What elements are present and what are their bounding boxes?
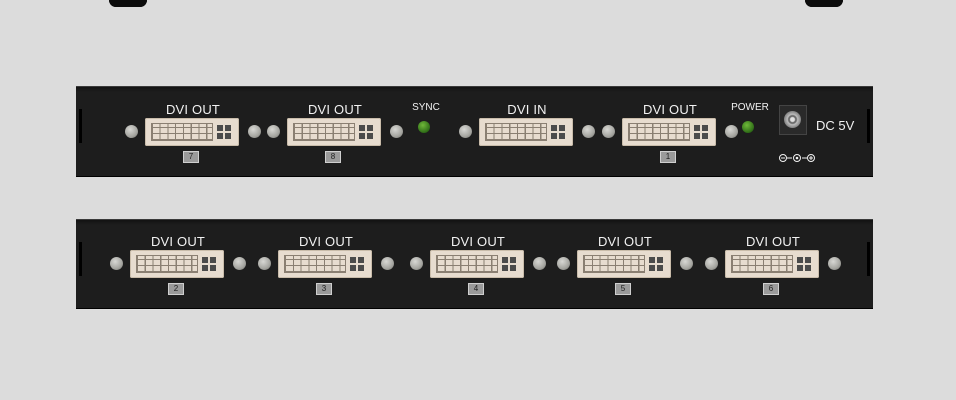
screw-icon bbox=[110, 257, 123, 270]
dvi-out-port-8[interactable]: DVI OUT 8 bbox=[267, 102, 403, 172]
dvi-out-port-3[interactable]: DVI OUT 3 bbox=[258, 234, 394, 304]
screw-icon bbox=[267, 125, 280, 138]
rack-ear-right bbox=[867, 109, 870, 143]
screw-icon bbox=[533, 257, 546, 270]
rack-ear-right bbox=[867, 242, 870, 276]
foot bbox=[805, 0, 843, 7]
port-number: 5 bbox=[615, 283, 631, 295]
rack-ear-left bbox=[79, 242, 82, 276]
dvi-connector[interactable] bbox=[479, 118, 573, 146]
dvi-out-port-5[interactable]: DVI OUT 5 bbox=[557, 234, 693, 304]
port-number: 4 bbox=[468, 283, 484, 295]
port-label: DVI OUT bbox=[642, 102, 698, 117]
screw-icon bbox=[258, 257, 271, 270]
dvi-out-port-2[interactable]: DVI OUT 2 bbox=[110, 234, 246, 304]
sync-label: SYNC bbox=[412, 102, 440, 113]
screw-icon bbox=[459, 125, 472, 138]
port-label: DVI IN bbox=[507, 102, 547, 117]
dvi-in-port[interactable]: DVI IN bbox=[459, 102, 595, 172]
led-icon bbox=[742, 121, 754, 133]
screw-icon bbox=[233, 257, 246, 270]
rack-ear-left bbox=[79, 109, 82, 143]
dvi-connector[interactable] bbox=[725, 250, 819, 278]
port-label: DVI OUT bbox=[450, 234, 506, 249]
sync-indicator: SYNC bbox=[401, 102, 451, 142]
power-indicator: POWER bbox=[725, 102, 775, 142]
led-icon bbox=[418, 121, 430, 133]
foot bbox=[109, 0, 147, 7]
screw-icon bbox=[705, 257, 718, 270]
port-number: 7 bbox=[183, 151, 199, 163]
port-label: DVI OUT bbox=[307, 102, 363, 117]
dvi-connector[interactable] bbox=[145, 118, 239, 146]
dvi-out-port-4[interactable]: DVI OUT 4 bbox=[410, 234, 546, 304]
dvi-out-port-6[interactable]: DVI OUT 6 bbox=[705, 234, 841, 304]
screw-icon bbox=[248, 125, 261, 138]
screw-icon bbox=[582, 125, 595, 138]
dvi-connector[interactable] bbox=[577, 250, 671, 278]
port-label: DVI OUT bbox=[150, 234, 206, 249]
dvi-connector[interactable] bbox=[278, 250, 372, 278]
dvi-connector[interactable] bbox=[130, 250, 224, 278]
dvi-connector[interactable] bbox=[430, 250, 524, 278]
dvi-connector[interactable] bbox=[287, 118, 381, 146]
screw-icon bbox=[680, 257, 693, 270]
dvi-connector[interactable] bbox=[622, 118, 716, 146]
port-number: 6 bbox=[763, 283, 779, 295]
screw-icon bbox=[725, 125, 738, 138]
port-label: DVI OUT bbox=[298, 234, 354, 249]
port-label: DVI OUT bbox=[597, 234, 653, 249]
power-label: POWER bbox=[731, 102, 769, 113]
screw-icon bbox=[381, 257, 394, 270]
screw-icon bbox=[390, 125, 403, 138]
port-number: 3 bbox=[316, 283, 332, 295]
port-number: 2 bbox=[168, 283, 184, 295]
dc-label: DC 5V bbox=[816, 118, 855, 133]
port-number: 1 bbox=[660, 151, 676, 163]
port-number: 8 bbox=[325, 151, 341, 163]
port-label: DVI OUT bbox=[745, 234, 801, 249]
screw-icon bbox=[557, 257, 570, 270]
screw-icon bbox=[602, 125, 615, 138]
screw-icon bbox=[410, 257, 423, 270]
port-label: DVI OUT bbox=[165, 102, 221, 117]
polarity-symbol-icon bbox=[779, 154, 815, 162]
screw-icon bbox=[125, 125, 138, 138]
screw-icon bbox=[828, 257, 841, 270]
dc-jack-icon[interactable] bbox=[779, 105, 807, 135]
dvi-out-port-7[interactable]: DVI OUT 7 bbox=[125, 102, 261, 172]
dvi-out-port-1[interactable]: DVI OUT 1 bbox=[602, 102, 738, 172]
